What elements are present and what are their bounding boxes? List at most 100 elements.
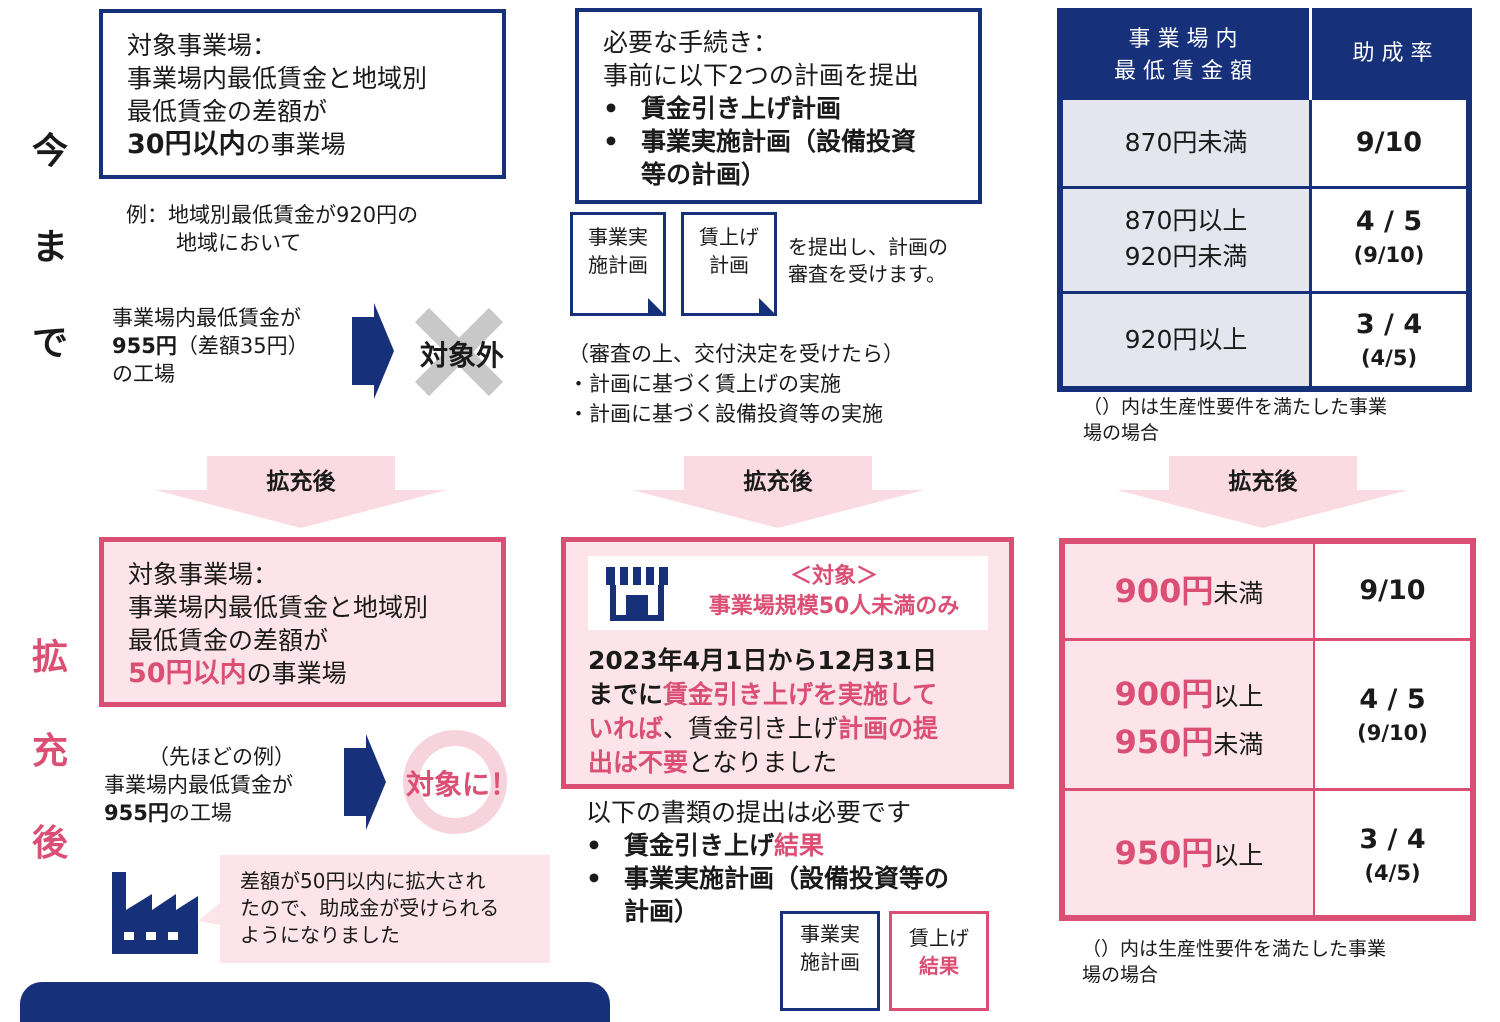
- example-text: 例：地域別最低賃金が920円の 地域において: [126, 201, 418, 257]
- example-line: 例：地域別最低賃金が920円の: [126, 203, 419, 227]
- header-line: 最 低 賃 金 額: [1114, 59, 1252, 84]
- after-line: （審査の上、交付決定を受けたら）: [568, 342, 904, 366]
- factory-line: 事業場内最低賃金が: [112, 306, 301, 330]
- exemption-span: までに: [588, 680, 664, 709]
- doc-note-line: を提出し、計画の: [788, 235, 948, 259]
- target-line: 最低賃金の差額が: [128, 626, 329, 655]
- rate-sub: (4/5): [1360, 346, 1418, 370]
- bullet-text: 賃金引き上げ: [624, 831, 775, 860]
- document-icon-business-plan: 事業実 施計画: [570, 212, 666, 316]
- target-title: 対象事業場：: [128, 560, 279, 589]
- bullet-dot: •: [586, 864, 602, 893]
- amount-suffix: 未満: [1213, 579, 1264, 608]
- note-line: （）内は生産性要件を満たした事業: [1083, 396, 1388, 418]
- table-cell-rate: 3 / 4 (4/5): [1312, 294, 1466, 386]
- exemption-span: いれば: [588, 714, 664, 743]
- side-label-after-3: 後: [31, 823, 68, 864]
- doc-label: 計画: [709, 253, 749, 277]
- factory-wage: 955円: [104, 801, 169, 825]
- bullet-dot: •: [603, 94, 619, 123]
- factory-diff: （差額35円）: [176, 334, 309, 358]
- arrow-label: 拡充後: [266, 469, 336, 495]
- doc-label: 賃上げ: [909, 926, 969, 950]
- table-cell-amount: 950円以上: [1065, 791, 1313, 915]
- arrow-label: 拡充後: [1228, 469, 1298, 495]
- factory-after: （先ほどの例） 事業場内最低賃金が 955円の工場: [104, 743, 295, 827]
- target-threshold: 30円以内: [127, 129, 246, 160]
- side-label-after-2: 充: [31, 731, 68, 772]
- procedure-bullet: •賃金引き上げ計画: [603, 92, 978, 125]
- table-header-rate: 助 成 率: [1352, 41, 1433, 66]
- note-line: 場の場合: [1083, 422, 1160, 444]
- required-docs: 以下の書類の提出は必要です •賃金引き上げ結果 •事業実施計画（設備投資等の 計…: [586, 796, 949, 928]
- table-cell-rate: 9/10: [1312, 100, 1466, 186]
- rate-sub: (9/10): [1353, 243, 1425, 267]
- exemption-text: 2023年4月1日から12月31日 までに賃金引き上げを実施して いれば、賃金引…: [588, 644, 1008, 780]
- amount-suffix: 以上: [1213, 682, 1264, 711]
- after-approval-list: （審査の上、交付決定を受けたら） ・計画に基づく賃上げの実施 ・計画に基づく設備…: [568, 339, 904, 429]
- down-arrow-icon: [155, 456, 447, 528]
- bubble-line: ようになりました: [240, 923, 400, 947]
- cross-icon: [414, 307, 504, 397]
- amount-suffix: 未満: [1213, 730, 1264, 759]
- factory-icon: [112, 872, 198, 954]
- side-label-before-2: ま: [31, 227, 68, 268]
- target-line: 事業場内最低賃金と地域別: [128, 593, 429, 622]
- right-arrow-icon: [352, 303, 394, 399]
- exemption-span: 賃金引き上げを実施して: [663, 680, 938, 709]
- table-cell-amount: 870円以上 920円未満: [1063, 189, 1309, 291]
- table-cell-amount: 900円未満: [1065, 544, 1313, 638]
- doc-note: を提出し、計画の 審査を受けます。: [788, 234, 948, 288]
- table-note-after: （）内は生産性要件を満たした事業 場の場合: [1082, 936, 1386, 988]
- doc-label: 賃上げ: [699, 225, 759, 249]
- example-line: 事業場内最低賃金が: [104, 773, 293, 797]
- procedure-box: 必要な手続き： 事前に以下2つの計画を提出 •賃金引き上げ計画 •事業実施計画（…: [575, 8, 982, 204]
- rate-value: 4 / 5: [1359, 684, 1426, 715]
- note-line: （）内は生産性要件を満たした事業: [1082, 938, 1387, 960]
- rate-value: 4 / 5: [1355, 206, 1423, 237]
- factory-line: の工場: [112, 362, 175, 386]
- procedure-subtitle: 事前に以下2つの計画を提出: [603, 61, 919, 90]
- target-line: 事業場内最低賃金と地域別: [127, 64, 428, 93]
- rate-table-after: 900円未満 9/10 900円以上 950円未満 4 / 5 (9/10) 9…: [1059, 538, 1476, 921]
- rate-table-before: 事 業 場 内 最 低 賃 金 額 助 成 率 870円未満 9/10 870円…: [1057, 8, 1472, 392]
- circle-icon: [403, 730, 507, 834]
- side-label-before-1: 今: [31, 131, 68, 172]
- table-cell-rate: 4 / 5 (9/10): [1312, 189, 1466, 291]
- exemption-span: 出は不要: [588, 748, 689, 777]
- procedure-bullet: •事業実施計画（設備投資: [603, 125, 978, 158]
- target-label-line: ＜対象＞: [789, 564, 878, 589]
- document-icon-business-plan: 事業実 施計画: [780, 911, 880, 1011]
- exemption-span: 、賃金引き上げ: [663, 714, 839, 743]
- table-cell-amount: 900円以上 950円未満: [1065, 641, 1313, 788]
- amount-line: 920円未満: [1124, 242, 1248, 271]
- amount-value: 950円: [1114, 834, 1214, 872]
- arrow-label: 拡充後: [743, 469, 813, 495]
- document-icon-wage-plan: 賃上げ 計画: [681, 212, 777, 316]
- document-icon-wage-result: 賃上げ 結果: [889, 911, 989, 1011]
- target-tail: の事業場: [245, 130, 346, 159]
- bullet-text: 計画）: [624, 897, 700, 926]
- exemption-box: ＜対象＞ 事業場規模50人未満のみ 2023年4月1日から12月31日 までに賃…: [561, 537, 1014, 789]
- factory-before: 事業場内最低賃金が 955円（差額35円） の工場: [112, 304, 352, 388]
- rate-sub: (9/10): [1357, 721, 1428, 745]
- table-header-amount: 事 業 場 内 最 低 賃 金 額: [1057, 8, 1309, 100]
- bottom-banner: [20, 982, 610, 1022]
- factory-wage: 955円: [112, 334, 177, 358]
- amount-value: 900円: [1114, 675, 1214, 713]
- doc-label: 事業実: [588, 225, 648, 249]
- bullet-text: 事業実施計画（設備投資等の: [624, 864, 950, 893]
- down-arrow-icon: [1117, 456, 1409, 528]
- speech-bubble-text: 差額が50円以内に拡大され たので、助成金が受けられる ようになりました: [240, 868, 499, 949]
- rate-value: 3 / 4: [1355, 309, 1423, 340]
- table-note-before: （）内は生産性要件を満たした事業 場の場合: [1083, 394, 1387, 446]
- bullet-text: 等の計画）: [641, 160, 767, 189]
- target-line: 最低賃金の差額が: [127, 97, 328, 126]
- table-cell-rate: 3 / 4 (4/5): [1315, 791, 1470, 915]
- doc-label: 結果: [919, 954, 959, 978]
- bullet-text: 結果: [774, 831, 825, 860]
- exemption-span: となりました: [688, 748, 838, 777]
- example-line: 地域において: [176, 231, 302, 255]
- target-banner: ＜対象＞ 事業場規模50人未満のみ: [588, 556, 988, 630]
- table-cell-amount: 870円未満: [1063, 100, 1309, 186]
